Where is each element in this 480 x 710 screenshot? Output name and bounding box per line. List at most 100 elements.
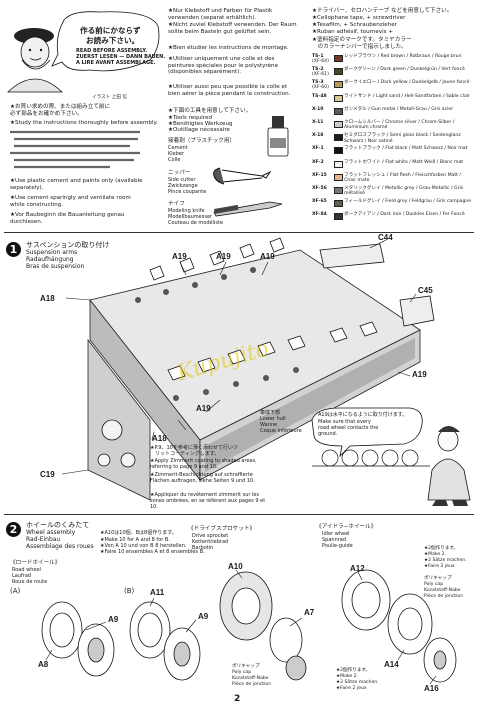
paint-code: X-18 — [312, 133, 324, 139]
part-label: A19 — [196, 404, 211, 413]
note-line: ★Nicht zuviel Klebstoff verwenden. Der R… — [168, 22, 297, 35]
hull-label-de: Wanne — [260, 422, 278, 428]
polycap-en: Poly cap — [424, 582, 444, 587]
paint-name: セミグロスブラック / Semi gloss black / Seidengla… — [344, 133, 461, 144]
note-line: ★Von A 10 und von B 8 herstellen. — [100, 543, 187, 549]
tool-label-en: Cement — [168, 145, 188, 151]
heading-fr: Roue de route — [12, 579, 48, 585]
paint-swatch — [334, 213, 343, 221]
side-cutter-icon — [213, 167, 272, 185]
note-line: ★お買い求めの際、または組み立て前に — [10, 104, 111, 110]
tool-label-jp: ナイフ — [168, 201, 185, 207]
heading-jp: 《ドライブスプロケット》 — [188, 526, 256, 532]
tip-line: A19は水平になるように取り付けます。 — [318, 412, 408, 418]
paint-name: フラットフレッシュ / Flat flesh / Fleischfarben M… — [344, 172, 461, 184]
heading-jp: 《アイドラ−ホイール》 — [316, 524, 377, 530]
tool-label-fr: Couteau de modéliste — [168, 220, 224, 226]
note-line: ★Make 10 for A and 8 for B. — [100, 537, 170, 543]
paint-swatch — [334, 81, 343, 89]
part-label: C44 — [378, 233, 393, 242]
paint-name: メタリックグレイ / Metallic grey / Grau-Metallic… — [344, 186, 464, 197]
note-line: ★Use cement sparingly and ventilate room… — [10, 195, 131, 208]
part-label: C45 — [418, 286, 433, 295]
make2-line: ★Faire 2 jeux — [336, 686, 367, 691]
make2-line: ★2 Sätze machen. — [424, 558, 467, 563]
part-label: A9 — [108, 615, 119, 624]
speech-line-2: お読み下さい。 — [86, 36, 140, 45]
note-line: ★Utiliser aussi peu que possible la coll… — [168, 84, 291, 97]
note-line: ★Use plastic cement and paints only (ava… — [10, 178, 143, 191]
note-line: ★Vor Baubeginn die Bauanleitung genau du… — [10, 212, 125, 225]
paint-swatch — [334, 94, 343, 102]
step2-title-de: Rad-Einbau — [26, 536, 61, 543]
heading-fr: Barbotin — [192, 545, 214, 551]
paint-name: ライトサンド / Light sand / Hell-Sandfarben / … — [344, 93, 470, 99]
make2-line: ★2個作ります。 — [424, 546, 459, 551]
paint-swatch — [334, 187, 343, 194]
tip-line: ground. — [318, 431, 338, 437]
part-label: A12 — [350, 564, 365, 573]
part-label: A18 — [152, 434, 167, 443]
paint-code-sub: (XF-64) — [312, 59, 329, 64]
tip-line: road wheel contacts the — [318, 425, 379, 431]
tool-label-jp: 接着剤（プラスチック用） — [168, 138, 236, 144]
paint-code: XF-1 — [312, 146, 324, 152]
note-line: ★A10は10個、Bは8個作ります。 — [100, 530, 177, 536]
part-label: A14 — [384, 660, 399, 669]
section-divider — [4, 232, 474, 233]
paint-name: レッドブラウン / Red brown / Rotbraun / Rouge b… — [344, 54, 462, 59]
intro-line: ★塗料指定のマークです。タミヤカラー — [312, 37, 412, 43]
paint-swatch — [334, 68, 343, 76]
heading-en: Drive sprocket — [192, 533, 229, 539]
tip-line: Make sure that every — [318, 419, 372, 425]
step1-title-de: Radaufhängung — [26, 256, 74, 263]
make2-line: ★2個作ります。 — [336, 668, 371, 673]
hull-label-en: Lower hull — [260, 416, 286, 422]
make2-line: ★2 Sätze machen. — [336, 680, 379, 685]
part-label: A18 — [40, 294, 55, 303]
paint-name: ダークイエロー / Dark yellow / Dunkelgelb / Jau… — [344, 80, 470, 86]
tool-label-jp: ニッパー — [168, 170, 191, 176]
read-before-en: READ BEFORE ASSEMBLY. — [76, 48, 148, 54]
heading-jp: 《ロードホイール》 — [10, 560, 61, 566]
part-label: A8 — [38, 660, 49, 669]
note-line: ★P.9、10を参考に薄く添わせて行いツ — [150, 445, 238, 451]
heading-en: Idler wheel — [322, 531, 350, 537]
paint-code: X-11 — [312, 120, 324, 125]
paint-swatch — [334, 173, 343, 181]
part-label: A9 — [198, 612, 209, 621]
paint-swatch — [334, 55, 343, 62]
step2-title-en: Wheel assembly — [26, 529, 76, 536]
paint-code: XF-65 — [312, 199, 327, 205]
paint-swatch — [334, 160, 343, 168]
tool-label-de: Zwickzange — [168, 183, 198, 189]
polycap-jp: ポリキャップ — [232, 664, 260, 669]
modeling-knife-icon — [213, 201, 283, 217]
hull-label-fr: Coque inférieure — [260, 428, 302, 434]
part-label: C19 — [40, 470, 55, 479]
paint-code: XF-56 — [312, 186, 327, 191]
intro-line: ★Ruban adhésif, tournevis + — [312, 29, 394, 35]
polycap-de: Kunststoff-Nabe — [424, 588, 461, 593]
paint-code: XF-15 — [312, 172, 327, 178]
paint-swatch — [334, 121, 343, 128]
heading-fr: Poulie-guide — [322, 543, 353, 549]
part-label: A19 — [412, 370, 427, 379]
step1-title-fr: Bras de suspension — [26, 263, 85, 270]
note-line: ★Nur Klebstoff und Farben für Plastik ve… — [168, 8, 273, 21]
heading-en: Road wheel — [12, 567, 41, 573]
paint-name: フラットブラック / Flat black / Matt Schwarz / N… — [344, 146, 468, 152]
tool-label-de: Kleber — [168, 151, 185, 157]
part-label: A7 — [304, 608, 315, 617]
polycap-jp: ポリキャップ — [424, 576, 452, 581]
part-label: A19 — [216, 252, 231, 261]
paint-code: X-10 — [312, 106, 324, 112]
tools-fr: ★Outillage nécessaire — [168, 127, 230, 133]
intro-line: のカラーナンバーで指示しました。 — [312, 44, 407, 50]
paint-name: ガンメタル / Gun metal / Metall-Grau / Gris a… — [344, 106, 454, 112]
note-line: 必ず部品をお確かめ下さい。 — [10, 111, 83, 117]
tool-label-en: Modeling knife — [168, 208, 205, 214]
